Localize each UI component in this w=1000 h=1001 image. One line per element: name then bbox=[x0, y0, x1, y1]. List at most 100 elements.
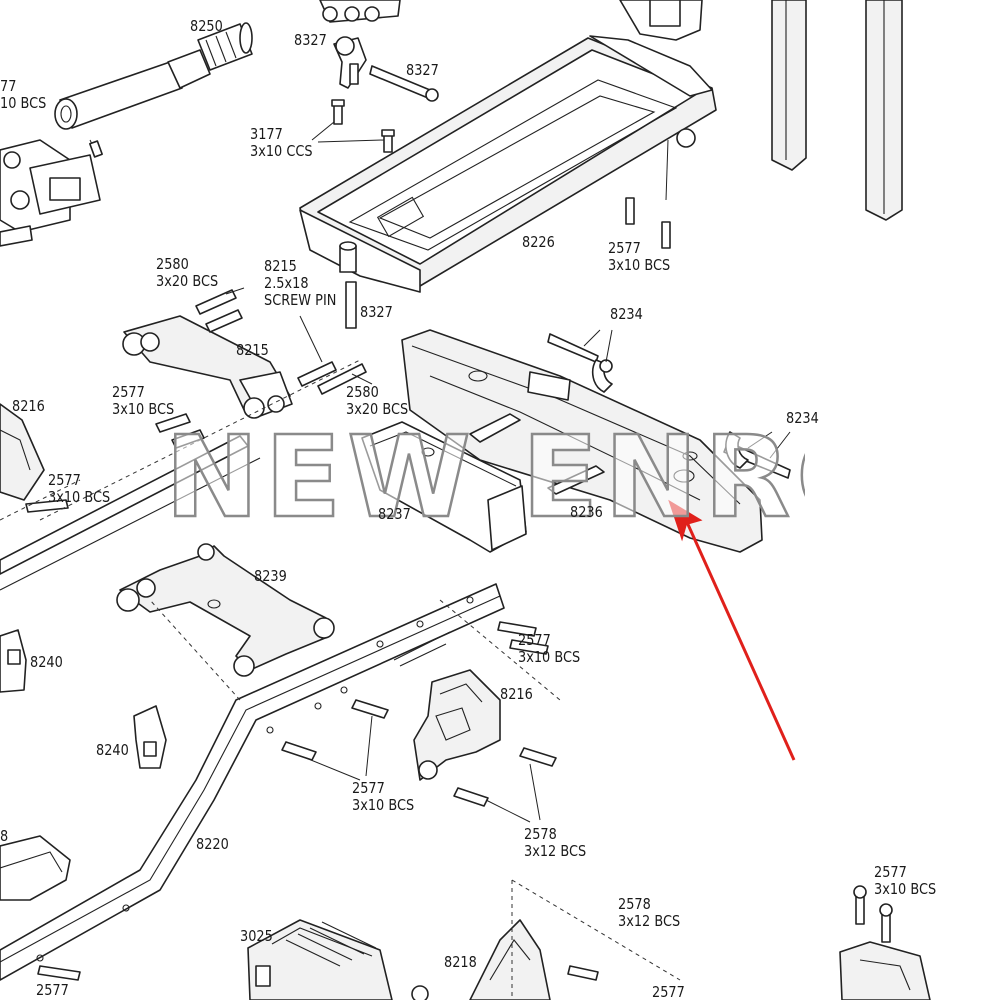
label-line: SCREW PIN bbox=[264, 291, 337, 309]
red-pointer-arrow-icon bbox=[668, 499, 796, 761]
part-8239-crossmember bbox=[116, 543, 335, 677]
part-servo-cluster bbox=[0, 139, 101, 247]
label-line: 3x20 BCS bbox=[156, 272, 219, 290]
label-line: 3x12 BCS bbox=[524, 842, 587, 860]
label-line: 3177 bbox=[250, 125, 283, 143]
part-lower-left-assembly bbox=[0, 835, 81, 981]
label-line: 8216 bbox=[500, 685, 533, 703]
label-line: 2578 bbox=[524, 825, 557, 843]
label-8240-a: 8240 bbox=[30, 654, 63, 671]
label-line: 8218 bbox=[444, 953, 477, 971]
label-8216-a: 8216 bbox=[12, 398, 45, 415]
label-8239: 8239 bbox=[254, 568, 287, 585]
label-line: 8216 bbox=[12, 397, 45, 415]
label-line: 2578 bbox=[618, 895, 651, 913]
label-line: 8215 bbox=[264, 257, 297, 275]
part-top-right-bracket bbox=[619, 0, 703, 41]
part-3177-screws bbox=[311, 99, 395, 153]
label-line: 2580 bbox=[346, 383, 379, 401]
label-8240-b: 8240 bbox=[96, 742, 129, 759]
part-8218-mount bbox=[469, 879, 681, 1000]
label-line: 8250 bbox=[190, 17, 223, 35]
label-line: 8240 bbox=[96, 741, 129, 759]
label-line: 8327 bbox=[360, 303, 393, 321]
part-tray-pins bbox=[345, 139, 671, 329]
label-line: 3x10 BCS bbox=[518, 648, 581, 666]
label-line: 8226 bbox=[522, 233, 555, 251]
part-8250-driveshaft bbox=[54, 22, 253, 158]
label-line: 3x10 BCS bbox=[48, 488, 111, 506]
label-line: 3x10 BCS bbox=[874, 880, 937, 898]
label-line: 2577 bbox=[518, 631, 551, 649]
label-line: 8239 bbox=[254, 567, 287, 585]
label-8218: 8218 bbox=[444, 954, 477, 971]
part-8240-brackets bbox=[0, 629, 167, 769]
part-rails-right bbox=[771, 0, 903, 221]
label-line: 3x10 BCS bbox=[112, 400, 175, 418]
part-8215-screwpin bbox=[297, 315, 373, 395]
label-line: 8234 bbox=[786, 409, 819, 427]
label-line: 8236 bbox=[570, 503, 603, 521]
label-8236: 8236 bbox=[570, 504, 603, 521]
label-2577-g: 2577 bbox=[36, 982, 69, 999]
label-line: 2577 bbox=[652, 983, 685, 1001]
label-8215: 8215 bbox=[236, 342, 269, 359]
label-line: 8220 bbox=[196, 835, 229, 853]
label-line: 2580 bbox=[156, 255, 189, 273]
label-8234-a: 8234 bbox=[610, 306, 643, 323]
label-line: 8327 bbox=[294, 31, 327, 49]
part-8220-frame-rail bbox=[0, 583, 561, 981]
label-8226: 8226 bbox=[522, 234, 555, 251]
part-chassis-rail-upper bbox=[0, 359, 361, 591]
part-8226-battery-tray bbox=[299, 35, 717, 293]
label-line: 2577 bbox=[36, 981, 69, 999]
watermark-logo: NEW ENRON bbox=[165, 418, 805, 528]
label-8220: 8220 bbox=[196, 836, 229, 853]
label-line: 8327 bbox=[406, 61, 439, 79]
label-line: 2.5x18 bbox=[264, 274, 309, 292]
label-line: 10 BCS bbox=[0, 94, 47, 112]
part-8327-links bbox=[319, 0, 439, 102]
part-8215-link bbox=[122, 315, 293, 419]
label-line: 3x10 BCS bbox=[352, 796, 415, 814]
part-lower-right-bracket bbox=[839, 885, 931, 1000]
label-line: 8 bbox=[0, 827, 9, 845]
part-8236-bumper bbox=[401, 329, 763, 553]
label-line: 2577 bbox=[48, 471, 81, 489]
label-line: 8240 bbox=[30, 653, 63, 671]
label-8327-b: 8327 bbox=[406, 62, 439, 79]
part-8237-mount bbox=[361, 421, 527, 553]
label-8250: 8250 bbox=[190, 18, 223, 35]
part-8216-bracket-left bbox=[0, 403, 205, 513]
label-line: 8237 bbox=[378, 505, 411, 523]
label-8327-c: 8327 bbox=[360, 304, 393, 321]
label-line: 3x10 BCS bbox=[608, 256, 671, 274]
label-2577-h: 2577 bbox=[652, 984, 685, 1001]
label-3025: 3025 bbox=[240, 928, 273, 945]
label-partial-8: 8 bbox=[0, 828, 8, 845]
label-line: 2577 bbox=[874, 863, 907, 881]
label-line: 3x10 CCS bbox=[250, 142, 313, 160]
part-3025-esc bbox=[247, 919, 429, 1000]
part-screws-mid bbox=[281, 621, 557, 823]
label-8216-b: 8216 bbox=[500, 686, 533, 703]
part-8234-shackles bbox=[547, 329, 791, 479]
label-line: 2577 bbox=[608, 239, 641, 257]
label-line: 2577 bbox=[352, 779, 385, 797]
part-2580-screws-top bbox=[195, 287, 245, 333]
svg-text:NEW ENRON: NEW ENRON bbox=[165, 418, 805, 528]
label-line: 3x20 BCS bbox=[346, 400, 409, 418]
label-line: 2577 bbox=[112, 383, 145, 401]
